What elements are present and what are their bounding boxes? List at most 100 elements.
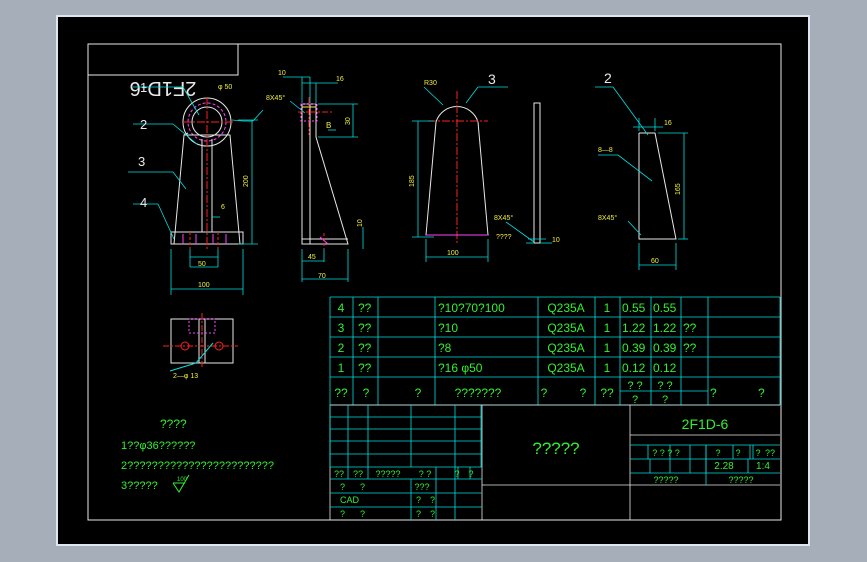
bom-row-unit-weight: 0.39 bbox=[622, 341, 646, 355]
part3-height: 185 bbox=[409, 175, 416, 187]
dim-diameter: φ 50 bbox=[218, 84, 232, 91]
scale-value: 1:4 bbox=[756, 461, 770, 472]
dim-rib: 6 bbox=[221, 204, 225, 211]
title-block-cell: ?? bbox=[353, 469, 363, 479]
roughness-symbol bbox=[172, 474, 190, 493]
bom-header-name2: ? bbox=[415, 386, 422, 400]
bom-row-total-weight: 0.12 bbox=[653, 361, 677, 375]
cad-label: CAD bbox=[340, 495, 360, 505]
bom-row-spec: ?8 bbox=[438, 341, 452, 355]
drawing-number: 2F1D-6 bbox=[682, 416, 729, 432]
drawing-border bbox=[87, 43, 782, 521]
bottom-view bbox=[163, 313, 238, 372]
title-block-cell: ? ? bbox=[419, 469, 432, 479]
bom-row-note: ?? bbox=[683, 341, 697, 355]
title-stamp: 2F1D-6 bbox=[130, 77, 197, 99]
roughness-value: 100 bbox=[177, 477, 188, 483]
title-block-cell: ?? bbox=[334, 469, 344, 479]
bom-header-weight-d: ? bbox=[662, 394, 668, 406]
bom-row-spec: ?16 φ50 bbox=[438, 361, 483, 375]
bom-row-name: ?? bbox=[358, 341, 372, 355]
bom-row-unit-weight: 0.55 bbox=[622, 301, 646, 315]
part3-dims bbox=[412, 86, 552, 262]
callout-4: 4 bbox=[140, 195, 147, 210]
bom-row-spec: ?10 bbox=[438, 321, 458, 335]
title-block-cell: ????? bbox=[653, 475, 678, 485]
bom-row-material: Q235A bbox=[547, 341, 584, 355]
bom-row-no: 4 bbox=[338, 301, 345, 315]
tech-note-2: 2???????????????????????? bbox=[121, 460, 274, 472]
bom-header-material2: ? bbox=[580, 386, 587, 400]
title-block-cell: ? bbox=[340, 482, 345, 492]
bom-row-name: ?? bbox=[358, 321, 372, 335]
weight-value: 2.28 bbox=[714, 461, 734, 472]
title-block-cell: ? bbox=[416, 509, 421, 519]
bom-row-qty: 1 bbox=[604, 341, 611, 355]
bom-row-no: 3 bbox=[338, 321, 345, 335]
part2-section: 8—8 bbox=[598, 147, 613, 154]
tech-note-3: 3????? bbox=[121, 480, 158, 492]
part3-view bbox=[425, 91, 541, 244]
bom-row-total-weight: 0.55 bbox=[653, 301, 677, 315]
part2-outline bbox=[638, 132, 677, 240]
bom-row-qty: 1 bbox=[604, 301, 611, 315]
title-block-cell: ? bbox=[430, 495, 435, 505]
title-block-cell: ? bbox=[755, 448, 760, 458]
side-dim-45: 45 bbox=[308, 254, 316, 261]
bom-header-spec: ??????? bbox=[455, 386, 502, 400]
callout-3: 3 bbox=[138, 154, 145, 169]
drawing-canvas: 2F1D-6 1 2 3 4 φ 50 20 bbox=[87, 43, 782, 521]
bom-row-name: ?? bbox=[358, 361, 372, 375]
bom-header-no: ?? bbox=[334, 386, 348, 400]
bom-row-no: 2 bbox=[338, 341, 345, 355]
title-block-cell: ????? bbox=[728, 475, 753, 485]
side-view bbox=[298, 97, 349, 249]
title-stamp-box bbox=[87, 43, 239, 76]
part2-dims bbox=[595, 86, 688, 270]
part3-chamfer: 8X45° bbox=[494, 214, 513, 222]
title-block-cell: ????? bbox=[375, 469, 400, 479]
callout-2: 2 bbox=[140, 117, 147, 132]
part3-label: ???? bbox=[496, 234, 512, 241]
title-block: ?????????? ??????CAD?????????????2F1D-6?… bbox=[329, 404, 780, 520]
bom-row-total-weight: 1.22 bbox=[653, 321, 677, 335]
side-dim-slot: 10 bbox=[357, 219, 364, 227]
part2-height: 165 bbox=[675, 183, 682, 195]
side-chamfer: 8X45° bbox=[266, 94, 285, 102]
title-block-cell: ? bbox=[468, 469, 473, 479]
title-block-cell: ?? bbox=[765, 448, 775, 458]
title-block-cell: ? bbox=[416, 495, 421, 505]
part3-radius: R30 bbox=[424, 80, 437, 87]
bom-row-spec: ?10?70?100 bbox=[438, 301, 505, 315]
bom-header-weight-c: ? bbox=[632, 394, 638, 406]
dim-base-width: 50 bbox=[198, 261, 206, 268]
bom-row-note: ?? bbox=[683, 321, 697, 335]
title-block-cell: ? bbox=[735, 448, 740, 458]
bom-header-note-a: ? bbox=[710, 386, 717, 400]
front-dims bbox=[128, 86, 264, 295]
title-block-cell: ? bbox=[340, 509, 345, 519]
callout-part3: 3 bbox=[488, 71, 496, 87]
dim-total-width: 100 bbox=[198, 282, 210, 289]
callout-1: 1 bbox=[140, 80, 147, 95]
part3-base: 100 bbox=[447, 250, 459, 257]
bom-row-material: Q235A bbox=[547, 321, 584, 335]
bom-header-note-b: ? bbox=[758, 386, 765, 400]
bom-row-unit-weight: 1.22 bbox=[622, 321, 646, 335]
side-dim-30: 30 bbox=[345, 117, 352, 125]
tech-note-1: 1??φ36?????? bbox=[121, 440, 195, 452]
bom-header-weight-b: ? ? bbox=[657, 380, 672, 392]
bom-header-weight-a: ? ? bbox=[627, 380, 642, 392]
title-block-cell: ? bbox=[360, 482, 365, 492]
title-block-cell: ? bbox=[715, 448, 720, 458]
bom-row-qty: 1 bbox=[604, 361, 611, 375]
part3-thickness: 10 bbox=[552, 237, 560, 244]
plate-side bbox=[533, 102, 541, 244]
drawing-name: ????? bbox=[532, 439, 579, 458]
bom-row-material: Q235A bbox=[547, 361, 584, 375]
part2-top: 16 bbox=[664, 120, 672, 127]
cad-viewport[interactable]: 2F1D-6 1 2 3 4 φ 50 20 bbox=[56, 15, 810, 546]
bom-row-total-weight: 0.39 bbox=[653, 341, 677, 355]
callout-part2: 2 bbox=[604, 70, 612, 86]
